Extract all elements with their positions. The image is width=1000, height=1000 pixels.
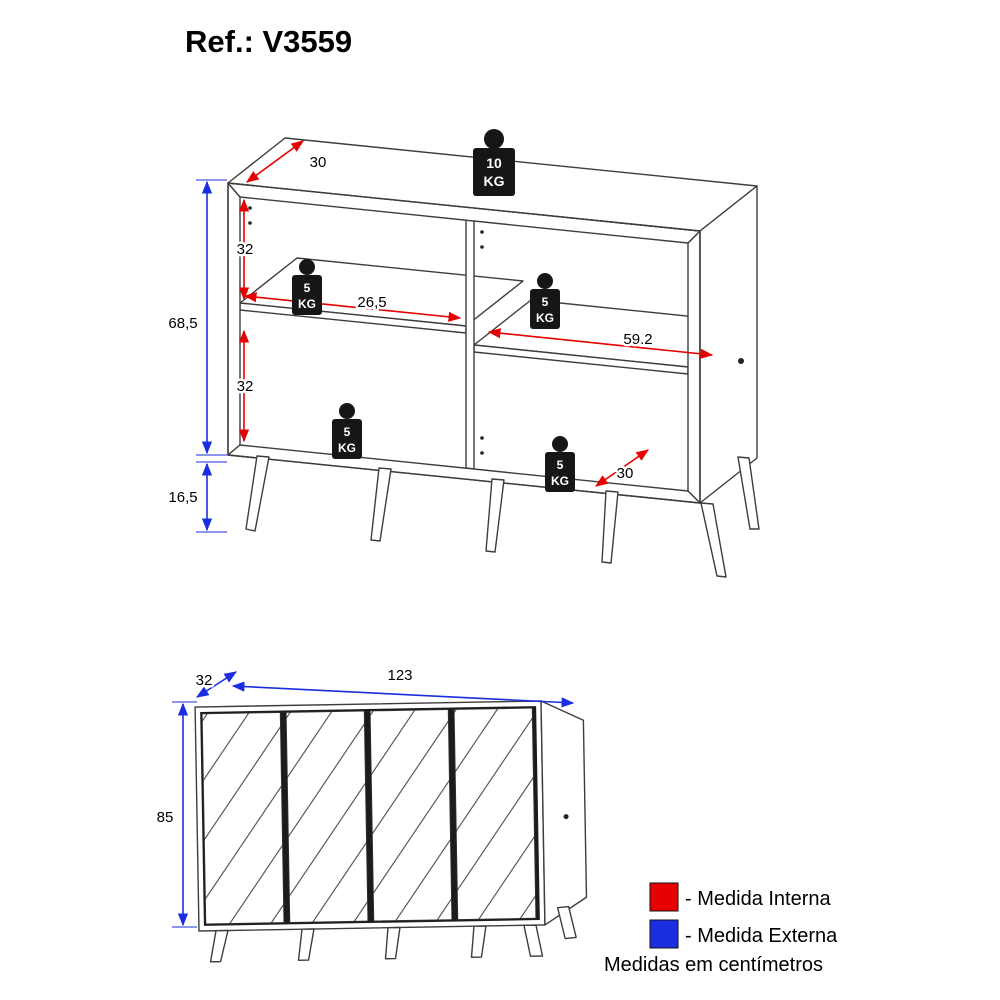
weight-value: 5 [542,295,549,309]
pin-hole [480,245,484,249]
weight-icon [552,436,568,452]
weight-badge-left-shelf: 5 KG [292,259,322,315]
weight-icon [484,129,504,149]
weight-icon [537,273,553,289]
left-shelf-top-surface [239,257,524,327]
frame-right [687,230,701,504]
dim-arrow [594,449,650,487]
center-divider [465,219,475,470]
dim-label: 32 [237,378,254,395]
dim-label: 26,5 [357,294,386,311]
legend-swatch-external [649,919,679,949]
dim-label: 123 [387,667,412,684]
weight-badge-bottom-left: 5 KG [332,403,362,459]
side-cam-dot [738,358,744,364]
dim-body-height: 68,5 [166,179,227,456]
dim-width: 123 [231,665,575,708]
iso-cabinet-body [227,137,760,578]
side-cam-dot [563,814,569,820]
weight-unit: KG [551,474,569,488]
dim-label: 68,5 [168,315,197,332]
dim-arrow [487,328,714,359]
weight-icon [292,275,322,315]
mirror-door [201,712,285,925]
dim-top-depth: 30 [245,140,329,183]
legend-units-note: Medidas em centímetros [604,954,823,976]
dim-bottom-depth: 30 [594,449,650,487]
mirror-door [369,709,453,922]
dim-right-inner-width: 59.2 [487,328,714,359]
weight-icon [530,289,560,329]
weight-unit: KG [536,311,554,325]
weight-value: 5 [304,281,311,295]
weight-icon [332,419,362,459]
dim-label: 85 [157,809,174,826]
weight-unit: KG [338,441,356,455]
cabinet-leg [370,467,392,542]
dim-leg-height: 16,5 [166,461,227,533]
cabinet-leg [601,490,619,564]
legend-external-label: - Medida Externa [685,925,838,947]
cabinet-leg [209,929,229,963]
mirror-door [285,710,369,923]
dim-label: 32 [237,241,254,258]
weight-badge-top: 10 KG [473,129,515,196]
cabinet-leg [470,925,487,958]
cabinet-leg [556,905,577,940]
weight-badge-bottom-right: 5 KG [545,436,575,492]
cabinet-leg [700,502,727,578]
legend-swatch-internal [649,882,679,912]
dim-label: 32 [196,672,213,689]
dim-label: 30 [617,465,634,482]
weight-icon [473,148,515,196]
dim-arrow [243,292,462,322]
page-title: Ref.: V3559 [185,24,352,59]
weight-value: 5 [344,425,351,439]
pin-hole [480,436,484,440]
legend: - Medida Interna - Medida Externa Medida… [604,882,838,976]
dim-left-inner-width: 26,5 [243,292,462,322]
iso-view: 30 68,5 16,5 32 32 26,5 59.2 [166,129,760,578]
dim-depth: 32 [193,670,238,698]
dim-height: 85 [154,701,197,928]
weight-value: 5 [557,458,564,472]
weight-unit: KG [484,173,505,189]
dim-label: 59.2 [623,331,652,348]
weight-icon [545,452,575,492]
mirror-door [453,707,537,920]
dim-label: 16,5 [168,489,197,506]
right-side-panel [540,700,588,926]
dim-arrow [245,140,305,183]
weight-badge-right-shelf: 5 KG [530,273,560,329]
pin-hole [480,230,484,234]
pin-hole [248,221,252,225]
pin-hole [248,206,252,210]
dim-lower-inner-height: 32 [234,329,256,443]
weight-icon [339,403,355,419]
legend-internal-label: - Medida Interna [685,888,832,910]
pin-hole [480,451,484,455]
cabinet-leg [245,455,270,532]
cabinet-leg [384,926,401,960]
frame-left [227,182,241,456]
right-side-panel [699,185,758,504]
dim-arrow [231,681,575,708]
front-outline [227,182,701,504]
weight-unit: KG [298,297,316,311]
dim-upper-inner-height: 32 [234,198,256,301]
dim-label: 30 [310,154,327,171]
cabinet-leg [737,456,760,530]
cabinet-leg [485,478,505,553]
front-cabinet-body [194,700,588,963]
front-view: 32 123 85 [154,665,588,963]
dim-arrow [195,671,238,698]
cabinet-leg [523,924,544,957]
weight-icon [299,259,315,275]
weight-value: 10 [486,155,502,171]
cabinet-leg [297,928,315,961]
